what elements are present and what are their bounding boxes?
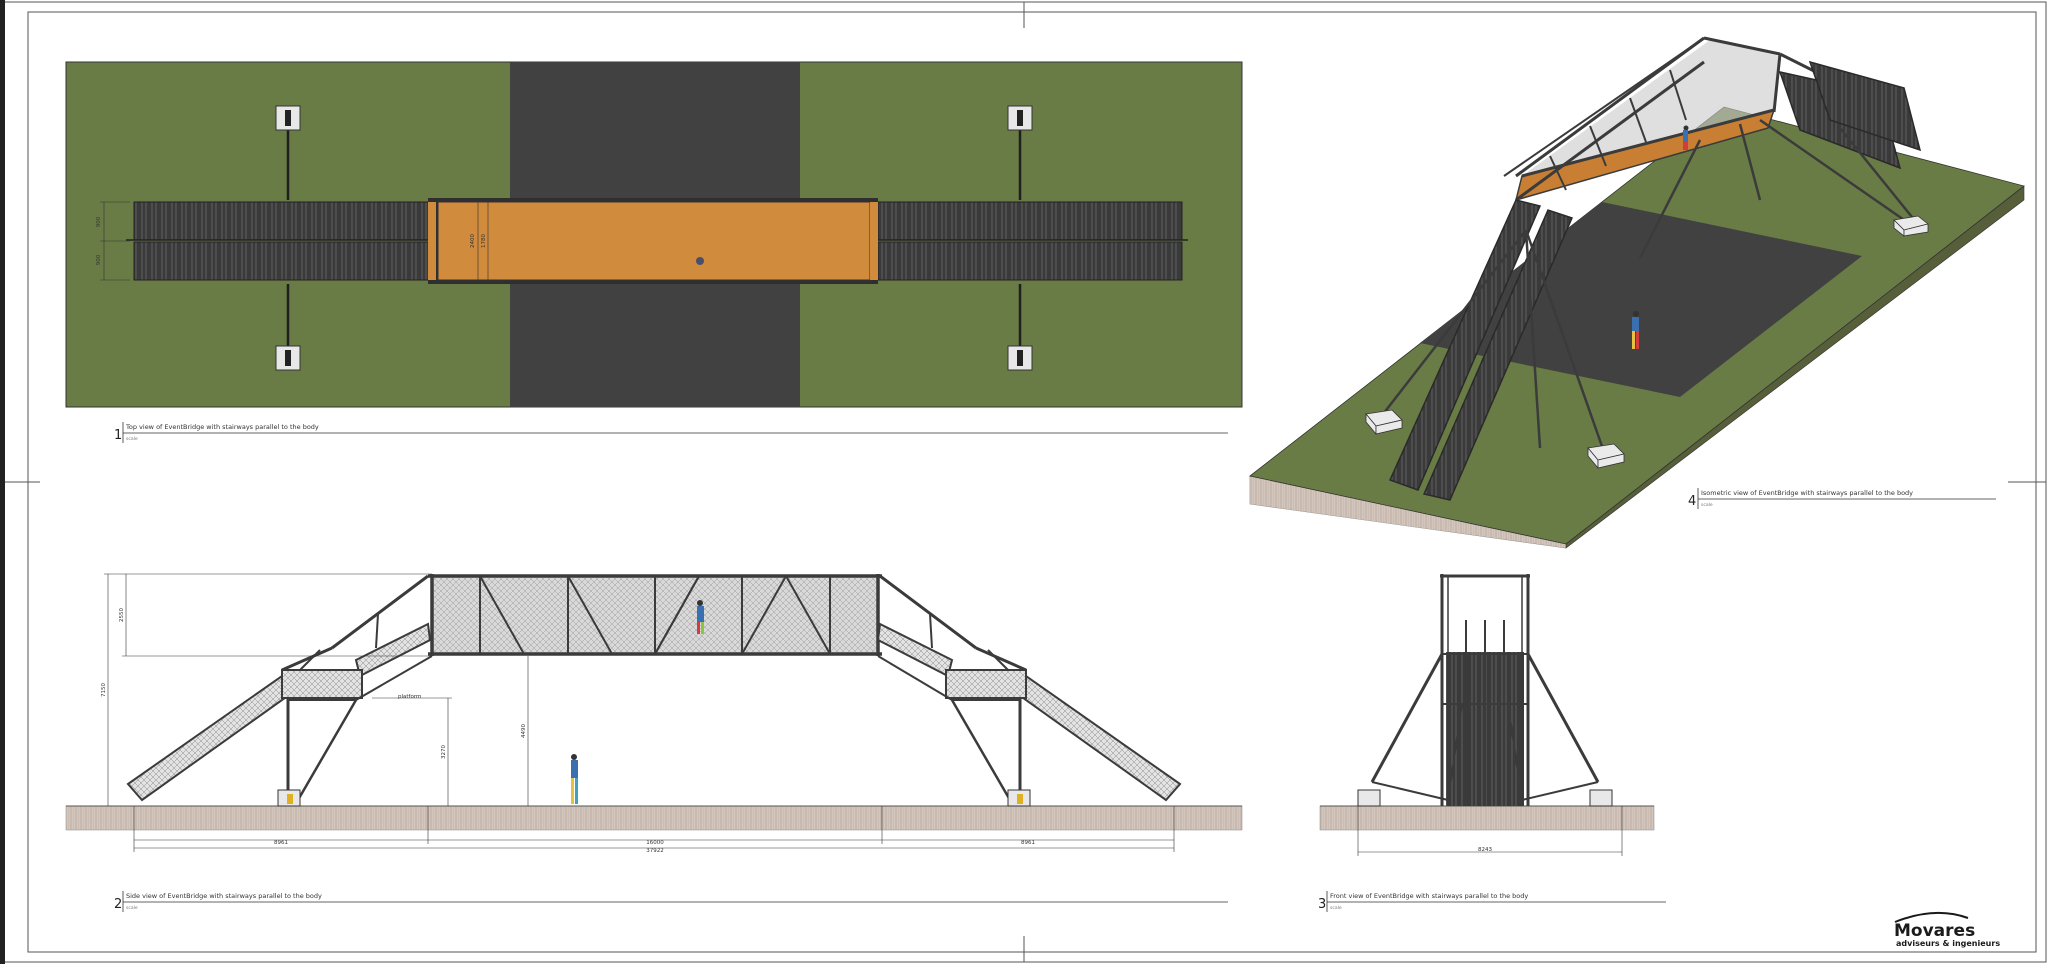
view-caption: 3 Front view of EventBridge with stairwa… [1318,891,1666,912]
dimension-label: 2400 [470,234,476,248]
svg-text:adviseurs & ingenieurs: adviseurs & ingenieurs [1896,939,2000,948]
svg-text:Movares: Movares [1894,921,1975,941]
dimension-label: 7150 [101,683,107,697]
stair-flight-right [1010,674,1182,802]
svg-text:Side view of EventBridge with: Side view of EventBridge with stairways … [126,892,322,900]
stair-supports-right [877,574,1027,801]
stair-flight-right-upper [876,622,954,678]
stair-flight [877,241,1183,281]
truss-frame [428,574,882,656]
ground-slab-front [1250,476,1566,548]
bridge-deck-surface [437,201,871,281]
dimension-label: 8243 [1478,847,1492,853]
stair-flight-left-upper [354,622,432,678]
support-legs [1379,118,1917,453]
svg-text:scale: scale [1701,502,1713,508]
dimension-label: 900 [96,216,102,227]
stair-flight [133,201,431,241]
dimension-label: 8961 [274,840,288,846]
svg-text:1: 1 [114,428,122,443]
svg-text:Front view of EventBridge with: Front view of EventBridge with stairways… [1330,892,1528,900]
person-figure [697,600,704,634]
dimension-label: 1780 [481,234,487,248]
footing [1589,789,1613,807]
side-view: 7150 2550 platform 3270 4490 8961 16000 … [65,573,1243,912]
isometric-view: 4 Isometric view of EventBridge with sta… [1249,36,2025,549]
ground-band [1319,805,1655,831]
svg-text:scale: scale [126,905,138,911]
person-figure [571,754,578,804]
stair-flight [1808,60,1922,152]
dimension-lines [1357,806,1623,856]
foundation-blocks [1365,215,1929,470]
movares-logo: Movares adviseurs & ingenieurs [1894,911,2000,948]
svg-text:scale: scale [126,436,138,442]
view-caption: 2 Side view of EventBridge with stairway… [114,891,1228,912]
asphalt-road [1420,202,1862,397]
top-view: 900 900 2400 1780 1 Top view of EventBri… [65,61,1243,443]
person-figure [1632,311,1639,349]
svg-text:3: 3 [1318,897,1326,912]
truss-mesh [1522,40,1780,176]
stair-landing [945,669,1027,699]
dimension-label: 900 [96,254,102,265]
footing [1357,789,1381,807]
front-view: 8243 3 Front view of EventBridge with st… [1318,574,1666,912]
stair-flight [877,201,1183,241]
dimension-label: 8961 [1021,840,1035,846]
dimension-lines [100,198,489,284]
svg-text:Isometric view of EventBridge: Isometric view of EventBridge with stair… [1701,489,1913,497]
ground-band [65,805,1243,831]
svg-text:scale: scale [1330,905,1342,911]
view-caption: 1 Top view of EventBridge with stairways… [114,422,1228,443]
stair-flight [133,241,431,281]
stair-flight [1422,209,1574,501]
view-caption: 4 Isometric view of EventBridge with sta… [1688,488,1996,509]
stair-supports-left [281,574,433,801]
foundation-blocks [275,105,1033,371]
dimension-label: 16000 [646,840,664,846]
dimension-label: 37922 [646,848,664,854]
dimension-label: 3270 [441,745,447,759]
dimension-label: 2550 [119,608,125,622]
dimension-label: 4490 [521,724,527,738]
stair-flight-left [126,674,298,802]
svg-text:4: 4 [1688,494,1696,509]
front-frame [1370,574,1600,806]
stair-landing [281,669,363,699]
stair-flight [1388,199,1542,491]
dimension-lines [104,573,1175,852]
person-figure [696,257,704,265]
svg-text:Top view of EventBridge with s: Top view of EventBridge with stairways p… [125,423,319,431]
person-figure [1683,125,1689,150]
support-legs [286,130,1022,346]
svg-text:2: 2 [114,897,122,912]
platform-label: platform [398,694,421,700]
